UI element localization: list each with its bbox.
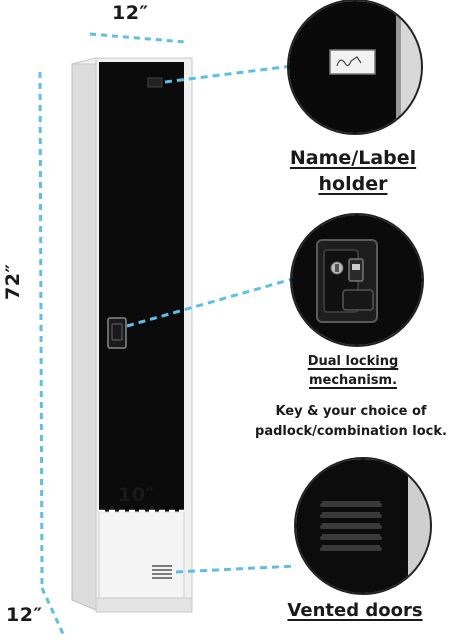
vent-slots [320,503,382,551]
label-holder-caption-line2: holder [318,173,388,195]
lock-caption-line2: mechanism. [308,373,398,388]
vents-caption: Vented doors [287,600,423,621]
leader-label-holder [164,64,293,84]
lock-note-line2: padlock/combination lock. [255,424,447,439]
callout-circle-vents [294,457,432,595]
label-holder-small [147,77,163,88]
leader-vents [175,564,297,574]
door-inner-label: 10″ [118,484,155,506]
label-holder-caption: Name/Label holder [268,145,438,197]
height-dimension-line [38,71,44,586]
leader-lock [126,276,297,328]
depth-label: 12″ [6,604,43,626]
depth-dimension-line [40,587,66,637]
callout-circle-label-holder [287,0,423,135]
lock-caption: Dual locking mechanism. [273,352,433,390]
callout-leaders [126,64,297,574]
width-label: 12″ [112,2,149,24]
width-dimension-line [89,32,186,44]
lock-handle-small [107,317,127,349]
height-label-wrap: 72″ [2,264,24,300]
label-holder-caption-line1: Name/Label [289,147,417,169]
locker-door-lower [98,511,185,599]
lock-note-line1: Key & your choice of [275,404,427,419]
callout-circle-lock [290,213,424,347]
locker [71,57,193,613]
locker-base [95,597,193,613]
lock-caption-line1: Dual locking [307,354,399,369]
vent-slots-small [152,565,172,579]
label-holder-card [329,49,376,75]
dimension-lines [38,32,186,637]
lock-note: Key & your choice of padlock/combination… [230,402,472,442]
locker-side-panel [71,57,97,611]
locker-door [99,62,184,512]
height-label: 72″ [2,263,24,300]
